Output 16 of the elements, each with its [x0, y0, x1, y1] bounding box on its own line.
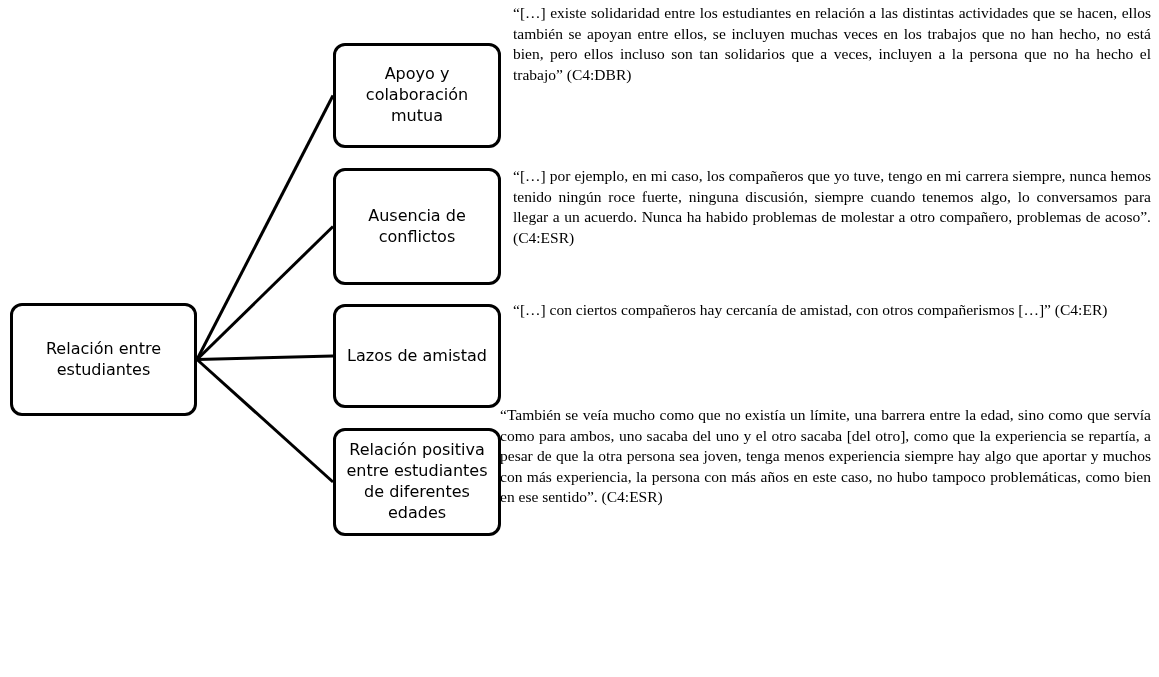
category-box [10, 303, 197, 416]
quote-text: “[…] por ejemplo, en mi caso, los compañeros que yo tuve, tengo en mi carrera siempre, nunca hemos tenido ningún roce fuerte, ninguna discusión, siempre cuando tenemos algo, lo conversamos para llegar a un acuerdo. Nunca ha habido problemas de molestar a otro compañero, problemas de acoso”. (C4:ESR) [513, 166, 1151, 248]
box-label: Apoyo y colaboración mutua [364, 63, 470, 127]
category-box [333, 43, 501, 148]
category-box [333, 168, 501, 285]
quote-text: “[…] existe solidaridad entre los estudiantes en relación a las distintas actividades que se hacen, ellos también se apoyan entre ellos, se incluyen muchas veces en los trabajos que no han hecho, no está bien, pero ellos incluso son tan solidarios que a veces, incluyen a la persona que no ha hecho el trabajo” (C4:DBR) [513, 3, 1151, 85]
connector-line [196, 354, 334, 361]
category-box [333, 304, 501, 408]
category-box [333, 428, 501, 536]
quote-text: “[…] con ciertos compañeros hay cercanía de amistad, con otros compañerismos […]” (C4:ER) [513, 300, 1109, 320]
connector-line [196, 358, 334, 484]
box-label: Ausencia de conflictos [367, 204, 467, 248]
box-label: Relación positiva entre estudiantes de diferentes edades [345, 439, 489, 524]
box-label: Relación entre estudiantes [44, 337, 163, 381]
box-label: Lazos de amistad [346, 344, 488, 367]
quote-text: “También se veía mucho como que no existía un límite, una barrera entre la edad, sino como que servía como para ambos, uno sacaba del uno y el otro sacaba [del otro], como que la experiencia se repartía, a pesar de que la otra persona sea joven, tenga menos experiencia siempre hay algo que aportar y muchos con más experiencia, la persona con más años en este caso, no hubo tampoco problemáticas, como bien en ese sentido”. (C4:ESR) [500, 405, 1151, 507]
